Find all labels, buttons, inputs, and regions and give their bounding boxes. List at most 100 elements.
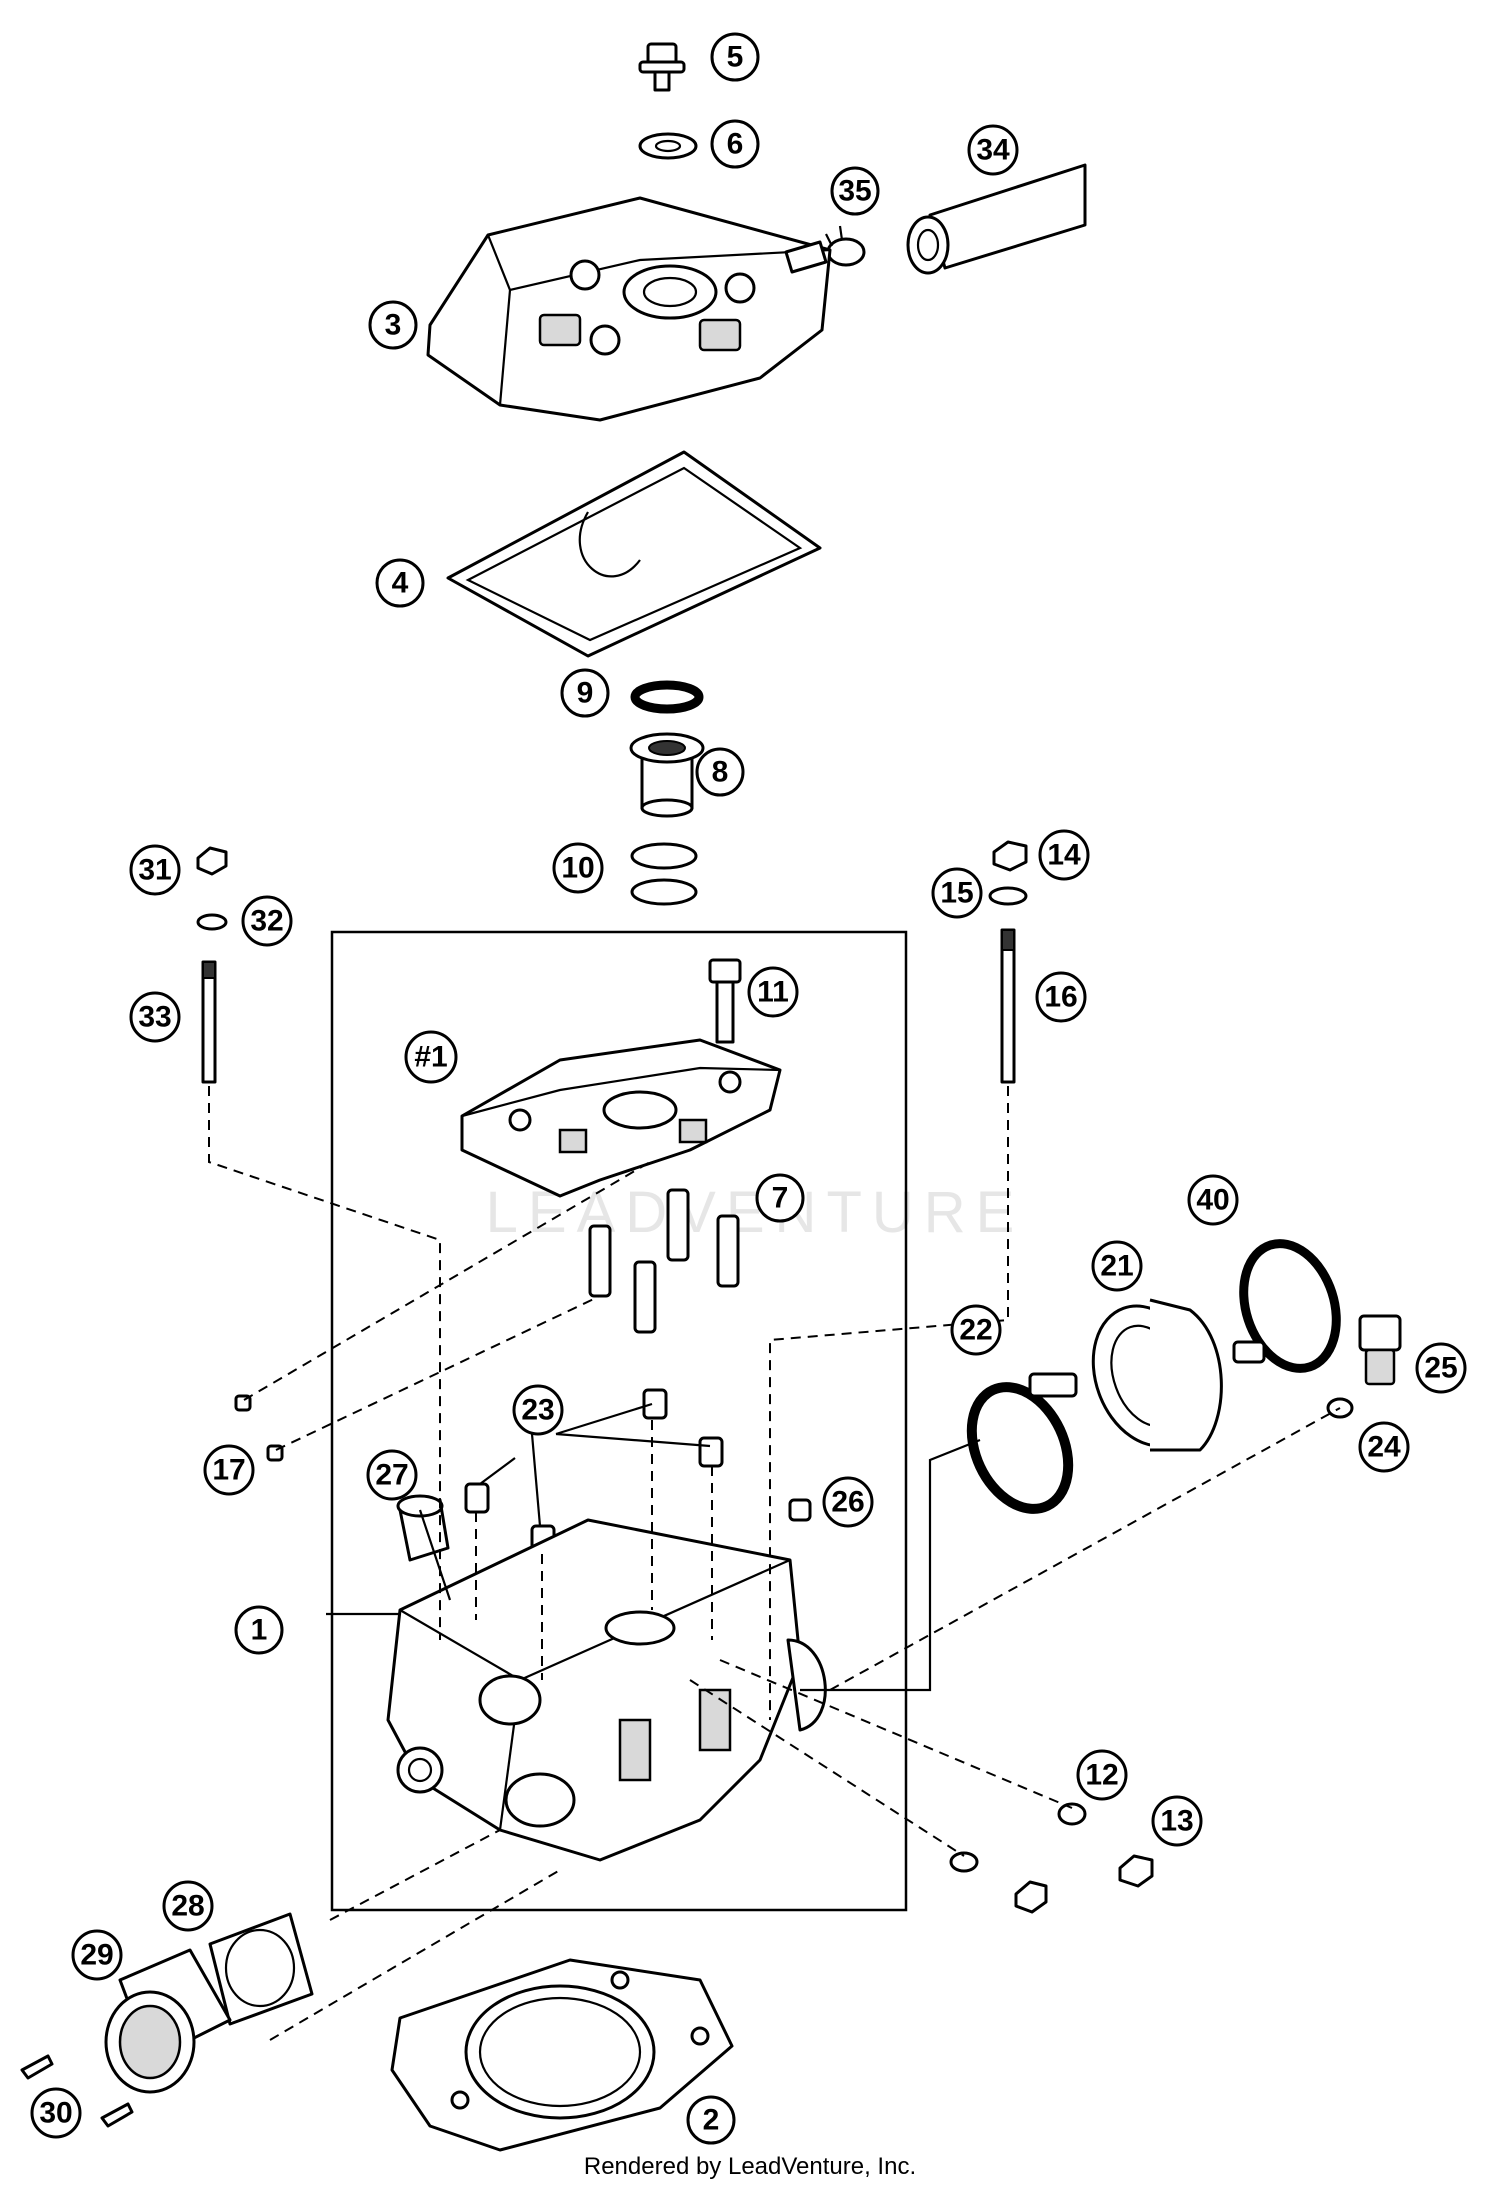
svg-text:1: 1 bbox=[251, 1614, 268, 1647]
callout-31: 31 bbox=[129, 844, 181, 896]
leader-lines bbox=[326, 1402, 711, 1616]
callout-14: 14 bbox=[1038, 829, 1090, 881]
svg-text:17: 17 bbox=[212, 1454, 245, 1487]
part-14-nut bbox=[992, 840, 1028, 872]
svg-text:9: 9 bbox=[577, 677, 594, 710]
callout-hash1: #1 bbox=[404, 1030, 458, 1084]
svg-text:2: 2 bbox=[703, 2104, 720, 2137]
svg-text:#1: #1 bbox=[414, 1041, 447, 1074]
svg-text:29: 29 bbox=[80, 1939, 113, 1972]
callout-4: 4 bbox=[375, 558, 425, 608]
part-2-head-gasket bbox=[390, 1958, 734, 2152]
svg-text:30: 30 bbox=[39, 2097, 72, 2130]
part-1-camshaft-carrier bbox=[460, 1038, 782, 1198]
part-30-bolts bbox=[20, 2054, 134, 2128]
svg-text:35: 35 bbox=[838, 175, 871, 208]
callout-6: 6 bbox=[710, 119, 760, 169]
callout-21: 21 bbox=[1091, 1240, 1143, 1292]
part-13-nut bbox=[1118, 1854, 1154, 1888]
callout-34: 34 bbox=[967, 124, 1019, 176]
part-40-clamp bbox=[1232, 1239, 1341, 1373]
callout-9: 9 bbox=[560, 668, 610, 718]
svg-text:27: 27 bbox=[375, 1459, 408, 1492]
callout-35: 35 bbox=[830, 166, 880, 216]
svg-text:33: 33 bbox=[138, 1001, 171, 1034]
svg-text:12: 12 bbox=[1085, 1759, 1118, 1792]
callout-13: 13 bbox=[1151, 1795, 1203, 1847]
svg-text:40: 40 bbox=[1196, 1184, 1229, 1217]
svg-text:28: 28 bbox=[171, 1890, 204, 1923]
part-28-exhaust-gasket bbox=[208, 1912, 314, 2026]
callout-26: 26 bbox=[822, 1476, 874, 1528]
assembly-frame bbox=[330, 930, 908, 1912]
part-5-bolt bbox=[638, 42, 686, 92]
part-32-washer bbox=[196, 913, 228, 931]
part-21-intake-boot bbox=[1091, 1298, 1223, 1452]
callout-7: 7 bbox=[755, 1173, 805, 1223]
callout-8: 8 bbox=[695, 747, 745, 797]
part-11-bolt bbox=[708, 958, 742, 1044]
part-27-fitting bbox=[396, 1494, 450, 1562]
callout-3: 3 bbox=[368, 300, 418, 350]
svg-text:5: 5 bbox=[727, 41, 744, 74]
callout-16: 16 bbox=[1035, 971, 1087, 1023]
svg-text:10: 10 bbox=[561, 852, 594, 885]
callout-1: 1 bbox=[234, 1605, 284, 1655]
part-7-valve-guides bbox=[588, 1188, 740, 1334]
svg-text:32: 32 bbox=[250, 905, 283, 938]
callout-32: 32 bbox=[241, 895, 293, 947]
callout-25: 25 bbox=[1415, 1342, 1467, 1394]
svg-text:3: 3 bbox=[385, 309, 402, 342]
svg-text:7: 7 bbox=[772, 1182, 789, 1215]
part-34-hose bbox=[906, 163, 1087, 275]
callout-30: 30 bbox=[30, 2087, 82, 2139]
svg-text:11: 11 bbox=[757, 976, 789, 1009]
footer-credit: Rendered by LeadVenture, Inc. bbox=[584, 2153, 916, 2180]
callout-12: 12 bbox=[1076, 1749, 1128, 1801]
part-6-washer bbox=[638, 132, 698, 160]
callout-27: 27 bbox=[366, 1449, 418, 1501]
svg-text:6: 6 bbox=[727, 128, 744, 161]
part-25-sensor bbox=[1358, 1314, 1402, 1386]
svg-text:22: 22 bbox=[959, 1314, 992, 1347]
callouts: 5 6 34 35 3 4 9 8 10 31 32 33 14 15 16 1… bbox=[30, 32, 1467, 2145]
part-1-cylinder-head bbox=[386, 1518, 827, 1862]
svg-text:21: 21 bbox=[1100, 1250, 1133, 1283]
svg-text:4: 4 bbox=[392, 567, 409, 600]
part-15-washer bbox=[988, 886, 1028, 906]
callout-15: 15 bbox=[931, 867, 983, 919]
callout-23: 23 bbox=[512, 1384, 564, 1436]
part-31-nut bbox=[196, 846, 228, 876]
svg-text:8: 8 bbox=[712, 756, 729, 789]
svg-text:31: 31 bbox=[138, 854, 171, 887]
svg-text:26: 26 bbox=[831, 1486, 864, 1519]
part-29-exhaust-flange bbox=[104, 1948, 232, 2094]
svg-text:23: 23 bbox=[521, 1394, 554, 1427]
part-33-stud bbox=[201, 960, 217, 1084]
part-3-valve-cover bbox=[426, 196, 832, 422]
part-extra-washer-a bbox=[949, 1851, 979, 1873]
svg-text:15: 15 bbox=[940, 877, 973, 910]
callout-28: 28 bbox=[162, 1880, 214, 1932]
callout-2: 2 bbox=[686, 2095, 736, 2145]
assembly-lines bbox=[208, 1086, 1341, 2041]
part-26-plug bbox=[788, 1498, 812, 1522]
part-12-o-ring bbox=[1057, 1802, 1087, 1826]
callout-24: 24 bbox=[1358, 1421, 1410, 1473]
callout-17: 17 bbox=[203, 1444, 255, 1496]
callout-11: 11 bbox=[747, 966, 799, 1018]
callout-40: 40 bbox=[1187, 1174, 1239, 1226]
part-extra-nut-b bbox=[1014, 1880, 1048, 1914]
part-4-valve-cover-gasket bbox=[446, 450, 822, 658]
callout-33: 33 bbox=[129, 991, 181, 1043]
callout-5: 5 bbox=[710, 32, 760, 82]
svg-text:16: 16 bbox=[1044, 981, 1077, 1014]
callout-22: 22 bbox=[950, 1304, 1002, 1356]
callout-10: 10 bbox=[552, 842, 604, 894]
part-16-stud bbox=[1000, 928, 1016, 1084]
part-8-sleeve bbox=[629, 732, 705, 818]
part-22-hose-clamp bbox=[966, 1372, 1078, 1514]
svg-text:24: 24 bbox=[1367, 1431, 1401, 1464]
svg-text:13: 13 bbox=[1160, 1805, 1193, 1838]
